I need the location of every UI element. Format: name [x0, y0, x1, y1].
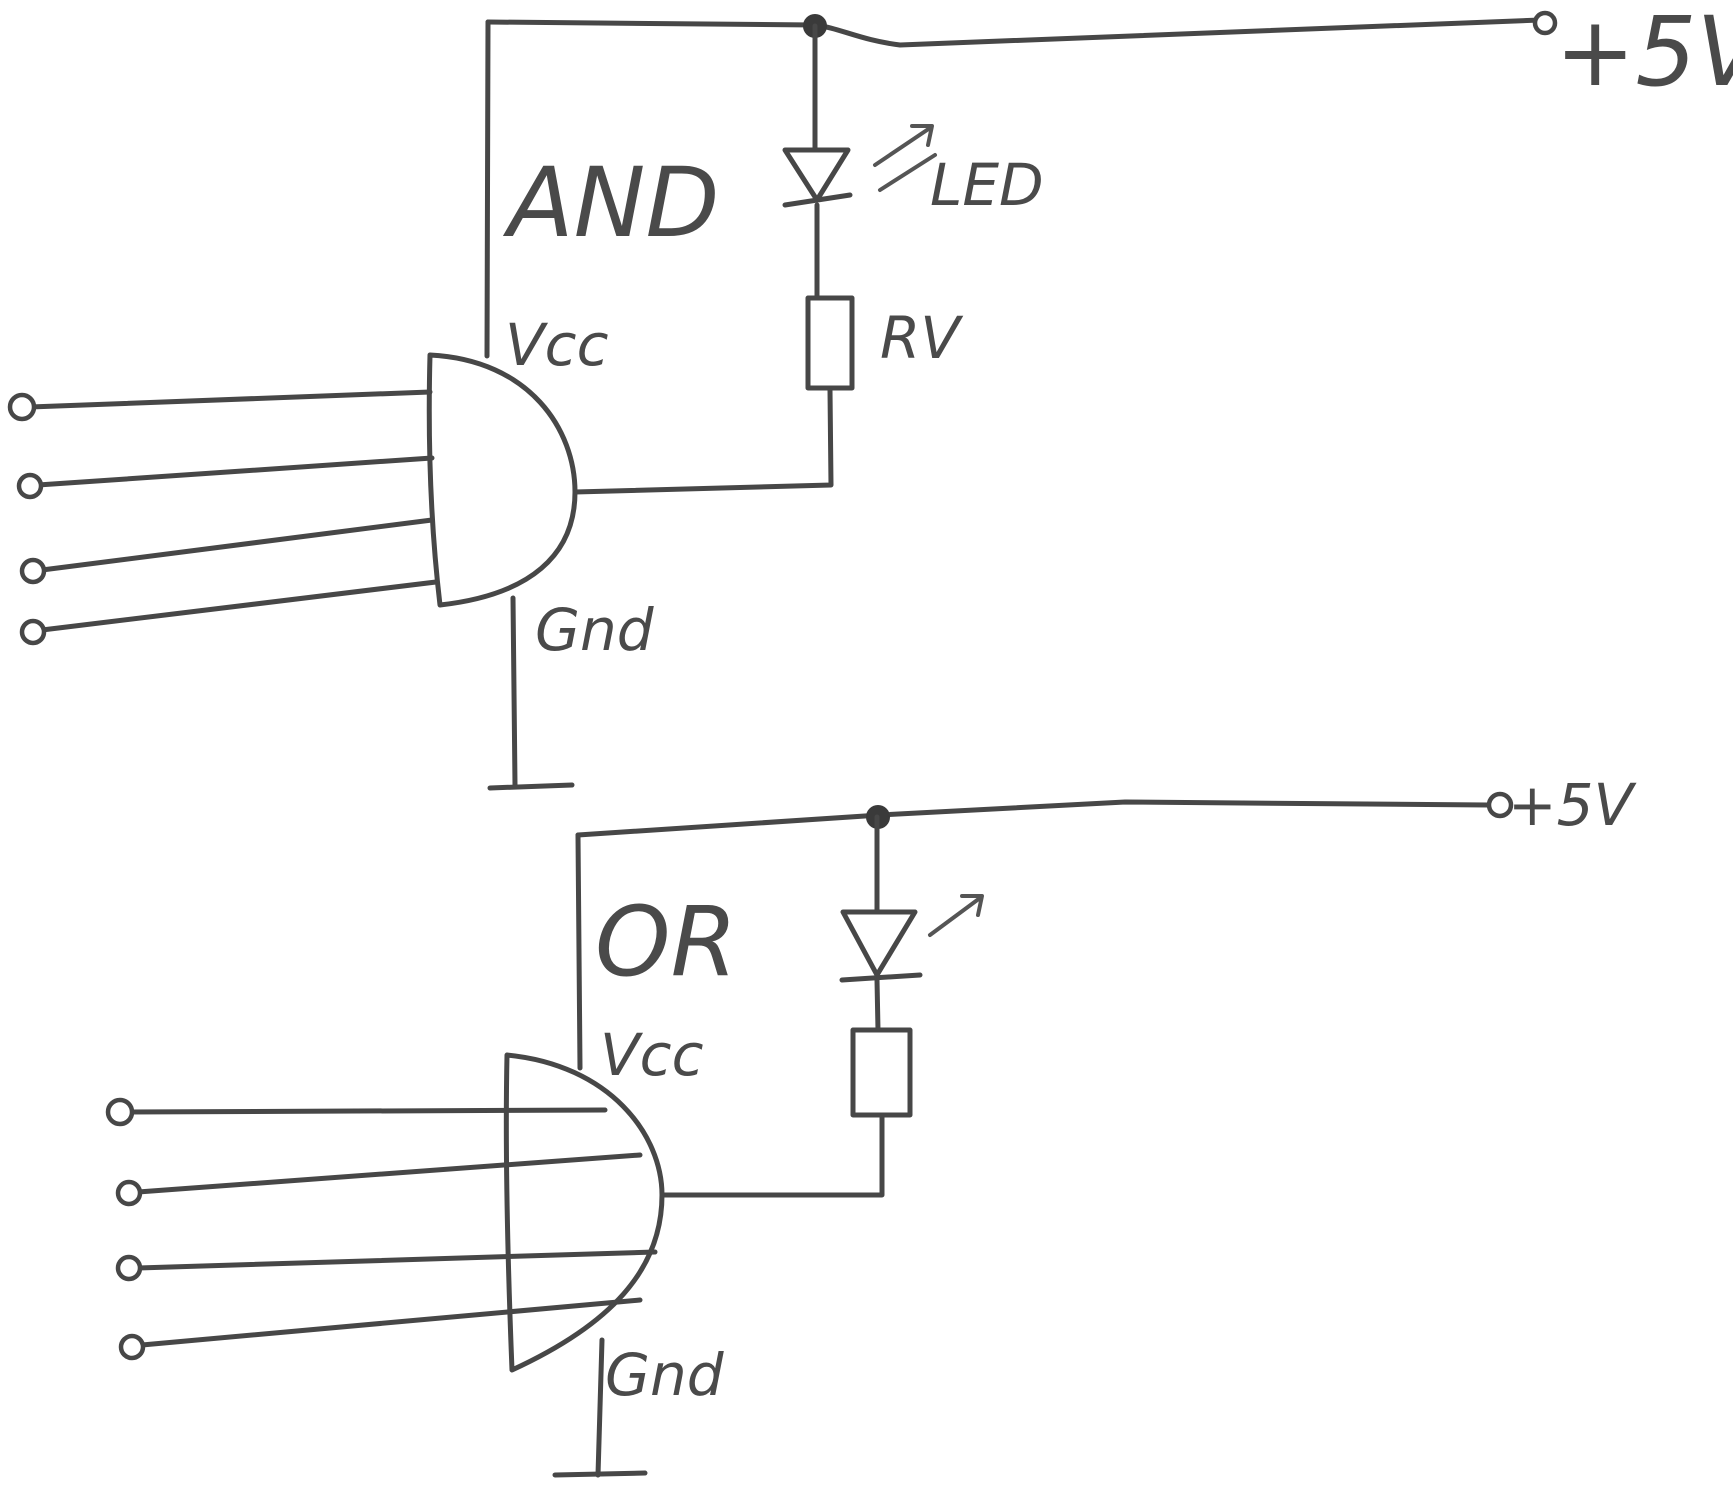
or-supply-label: +5V: [1508, 771, 1637, 839]
and-input-terminal: [16, 472, 44, 500]
or-gnd-label: Gnd: [605, 1341, 725, 1409]
or-led-to-resistor: [874, 977, 881, 1033]
or-supply-terminal: [1486, 791, 1514, 819]
and-inputs: [7, 389, 439, 646]
or-input-wire: [135, 1152, 643, 1195]
and-input-wire: [27, 389, 433, 410]
or-led-icon: [839, 894, 984, 983]
or-input-wire: [125, 1107, 608, 1115]
or-gate-label: OR: [595, 886, 737, 998]
or-input-terminal: [118, 1333, 146, 1361]
or-input-wire: [139, 1297, 643, 1348]
or-resistor-icon: [850, 1027, 913, 1118]
and-vcc-label: Vcc: [505, 311, 609, 379]
or-supply-rail: [575, 799, 1491, 838]
and-input-terminal: [7, 392, 37, 422]
or-inputs: [105, 1097, 658, 1361]
and-supply-label: +5V: [1555, 0, 1733, 108]
or-circuit: OR Vcc Gnd +5V: [105, 771, 1637, 1478]
and-input-wire: [39, 517, 435, 573]
and-output-wire: [572, 387, 834, 495]
or-input-wire: [135, 1249, 658, 1271]
and-gate-label: AND: [502, 147, 719, 259]
or-vcc-wire: [575, 832, 583, 1071]
and-gate-icon: [426, 352, 578, 608]
or-vcc-label: Vcc: [600, 1021, 704, 1089]
or-ground-icon: [552, 1470, 648, 1478]
and-supply-rail: [485, 17, 1543, 48]
or-input-terminal: [115, 1179, 143, 1207]
or-gnd-wire: [595, 1337, 605, 1478]
and-input-wire: [35, 455, 435, 488]
and-gnd-label: Gnd: [535, 596, 655, 664]
and-input-terminal: [19, 557, 47, 585]
and-ground-icon: [487, 782, 575, 791]
and-resistor-icon: [805, 295, 855, 391]
and-gnd-wire: [510, 595, 518, 788]
and-vcc-wire: [484, 19, 491, 359]
or-gate-icon: [503, 1052, 665, 1373]
and-resistor-label: RV: [880, 304, 964, 372]
and-input-wire: [39, 579, 439, 633]
and-supply-terminal: [1532, 10, 1558, 36]
and-circuit: AND Vcc Gnd +5V LED RV: [7, 0, 1733, 791]
and-input-terminal: [19, 618, 47, 646]
or-input-terminal: [115, 1254, 143, 1282]
or-output-wire: [659, 1112, 885, 1198]
or-input-terminal: [105, 1097, 135, 1127]
and-led-icon: [782, 124, 937, 208]
and-led-label: LED: [930, 151, 1044, 219]
